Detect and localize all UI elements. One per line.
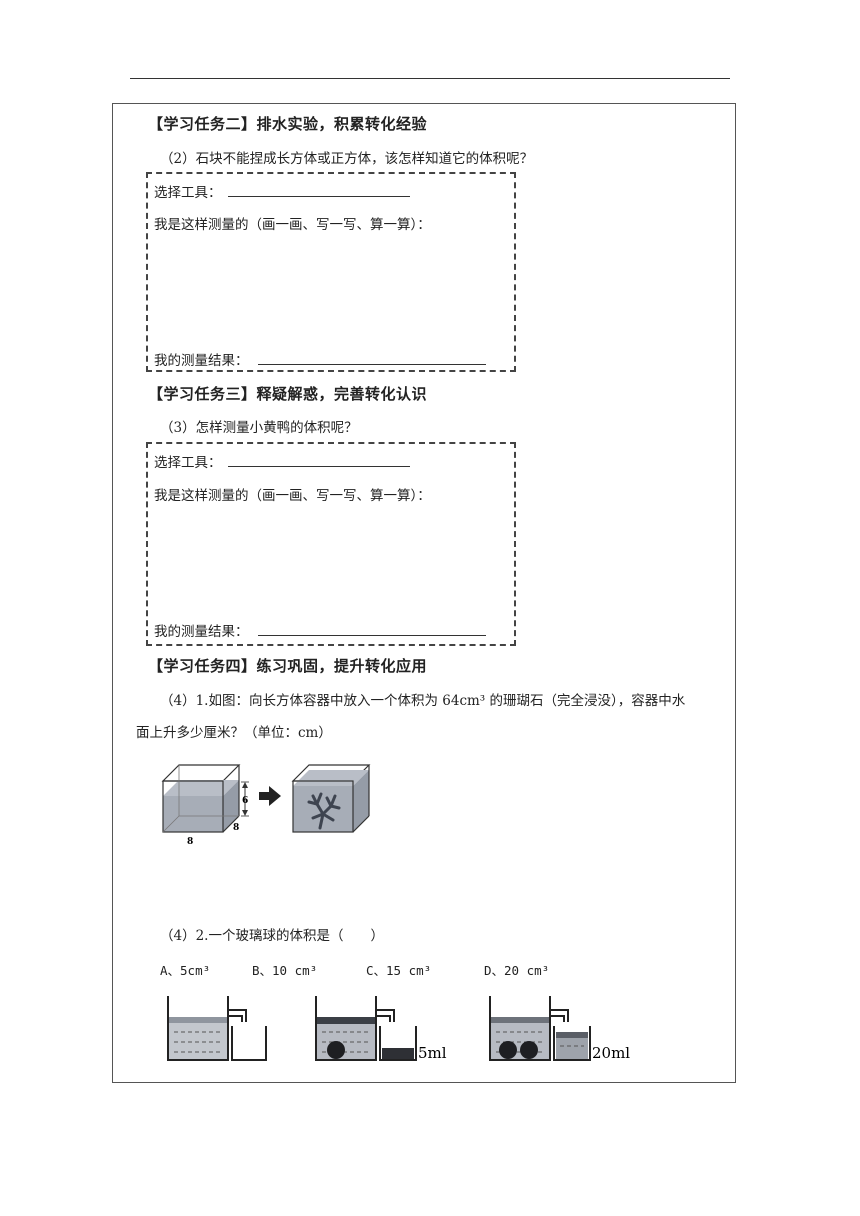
option-c[interactable]: C、15 cm³ (366, 963, 432, 978)
task3-question: （3）怎样测量小黄鸭的体积呢？ (160, 420, 358, 436)
task3-answer-box (146, 442, 516, 646)
task3-title: 【学习任务三】释疑解惑，完善转化认识 (148, 385, 428, 403)
task4-title: 【学习任务四】练习巩固，提升转化应用 (148, 657, 428, 675)
task3-result-label: 我的测量结果： (154, 624, 249, 640)
task2-tool-blank[interactable] (228, 196, 410, 197)
task3-tool-blank[interactable] (228, 466, 410, 467)
right-arrow-icon (259, 786, 281, 806)
task3-method-label: 我是这样测量的（画一画、写一写、算一算）： (154, 488, 431, 504)
overflow-beakers-figure: 5ml 20ml (167, 996, 630, 1062)
option-a[interactable]: A、5cm³ (160, 963, 211, 978)
task2-result-blank[interactable] (258, 364, 486, 365)
dim-depth-label: 8 (233, 823, 239, 833)
dim-width-label: 8 (187, 837, 193, 847)
beaker-a (167, 996, 267, 1061)
task2-question: （2）石块不能捏成长方体或正方体，该怎样知道它的体积呢？ (160, 151, 534, 167)
task2-title: 【学习任务二】排水实验，积累转化经验 (148, 115, 428, 133)
beaker-c: 20ml (489, 996, 630, 1062)
glass-ball-icon (499, 1041, 517, 1059)
beaker-b: 5ml (315, 996, 447, 1062)
glass-ball-icon (327, 1041, 345, 1059)
header-rule (130, 78, 730, 79)
dim-height-label: 6 (242, 796, 248, 806)
task2-method-label: 我是这样测量的（画一画、写一写、算一算）： (154, 217, 431, 233)
task3-result-blank[interactable] (258, 635, 486, 636)
label-5ml: 5ml (418, 1044, 447, 1062)
task4-q1-line2: 面上升多少厘米？（单位：cm） (136, 725, 332, 741)
left-container: 6 8 8 (161, 764, 249, 847)
worksheet-frame (112, 103, 736, 1083)
right-container (291, 764, 371, 833)
option-d[interactable]: D、20 cm³ (484, 963, 550, 978)
coral-icon (307, 792, 341, 830)
task2-answer-box (146, 172, 516, 372)
task4-q2: （4）2.一个玻璃球的体积是（ ） (160, 928, 384, 944)
option-b[interactable]: B、10 cm³ (252, 963, 318, 978)
task4-q1-line1: （4）1.如图：向长方体容器中放入一个体积为 64cm³ 的珊瑚石（完全浸没），… (160, 693, 686, 709)
label-20ml: 20ml (592, 1044, 630, 1062)
task2-tool-label: 选择工具： (154, 185, 222, 201)
task3-tool-label: 选择工具： (154, 455, 222, 471)
container-coral-figure: 6 8 8 (161, 764, 371, 847)
glass-ball-icon (520, 1041, 538, 1059)
task2-result-label: 我的测量结果： (154, 353, 249, 369)
